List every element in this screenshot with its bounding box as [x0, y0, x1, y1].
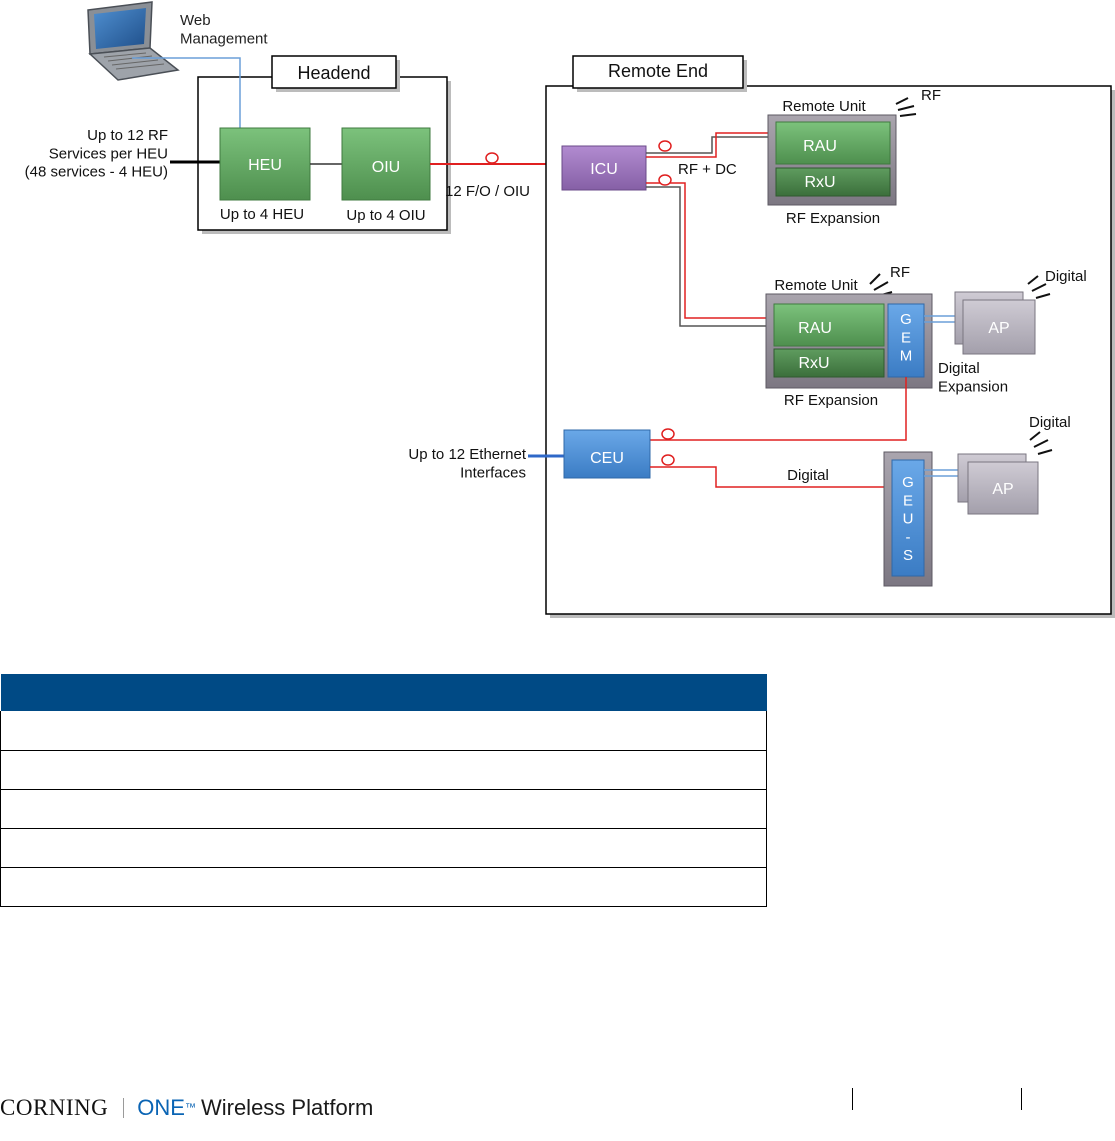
ceu-box [563, 429, 651, 479]
rf-expansion-1-label: RF Expansion [786, 210, 880, 227]
blank-table [0, 674, 767, 907]
remote-end-title: Remote End [608, 61, 708, 81]
table-row [0, 828, 767, 868]
digital-bottom-label: Digital [1029, 414, 1071, 431]
ceu-port1-connector-icon [661, 428, 675, 440]
icu-box [561, 145, 647, 191]
headend-title: Headend [297, 63, 370, 83]
table-cell [0, 789, 767, 829]
icu-ru2-cable-dark [646, 186, 770, 327]
one-logo-text: ONE [137, 1095, 185, 1120]
ceu-geus-fiber [650, 466, 892, 488]
ap-bottom-box [957, 453, 1039, 515]
icu-ru1-fiber [646, 132, 770, 158]
digital-top-label: Digital [1045, 268, 1087, 285]
icu-label: ICU [590, 161, 618, 178]
remote-end-title-box [572, 55, 747, 92]
ceu-port2-connector-icon [661, 454, 675, 466]
table-row [0, 789, 767, 829]
rau-2-label: RAU [798, 320, 832, 337]
icu-port1-connector-icon [658, 140, 672, 152]
heu-label: HEU [248, 157, 282, 174]
signal-icon [1029, 431, 1053, 455]
rf-expansion-2-label: RF Expansion [784, 392, 878, 409]
table-header-row [0, 674, 767, 711]
platform-name: Wireless Platform [200, 1095, 374, 1120]
table-cell [0, 867, 767, 907]
ceu-label: CEU [590, 450, 624, 467]
oiu-box [341, 127, 431, 201]
headend-title-box [271, 55, 400, 92]
remote-unit-2-box [765, 293, 933, 389]
table-row [0, 711, 767, 751]
rxu-1-label: RxU [804, 174, 835, 191]
rau-1-label: RAU [803, 138, 837, 155]
rf-signal-icon [895, 97, 917, 117]
gem-ceu-fiber [650, 377, 907, 441]
oiu-label: OIU [372, 159, 400, 176]
corning-logo-text: CORNING [0, 1095, 109, 1120]
signal-icon [1027, 275, 1051, 299]
remote-unit-2-label: Remote Unit [774, 277, 858, 294]
footer-tick-left [852, 1088, 853, 1110]
geu-s-box [883, 451, 933, 587]
table-cell [0, 711, 767, 751]
rf-2-label: RF [890, 264, 910, 281]
table-cell [0, 828, 767, 868]
remote-unit-1-box [767, 114, 897, 206]
icu-port2-connector-icon [658, 174, 672, 186]
rxu-2-label: RxU [798, 355, 829, 372]
fiber-connector-icon [485, 152, 499, 164]
rf-1-label: RF [921, 87, 941, 104]
ap-top-box [954, 291, 1036, 355]
footer-divider [123, 1098, 125, 1118]
fiber-label: 12 F/O / OIU [445, 183, 530, 200]
table-cell [0, 750, 767, 790]
icu-ru1-cable-dark [646, 136, 770, 154]
table-header-cell [1, 674, 767, 711]
up-to-4-oiu-label: Up to 4 OIU [346, 207, 425, 224]
laptop-icon [87, 1, 180, 81]
ap-bottom-label: AP [992, 481, 1013, 498]
table-row [0, 750, 767, 790]
remote-unit-1-label: Remote Unit [782, 98, 866, 115]
up-to-4-heu-label: Up to 4 HEU [220, 206, 304, 223]
web-management-link [132, 57, 241, 128]
footer-tick-right [1021, 1088, 1022, 1110]
table-row [0, 867, 767, 907]
trademark-mark: ™ [184, 1102, 196, 1114]
digital-link-label: Digital [787, 467, 829, 484]
rf-dc-label: RF + DC [678, 161, 737, 178]
ap-top-label: AP [988, 320, 1009, 337]
